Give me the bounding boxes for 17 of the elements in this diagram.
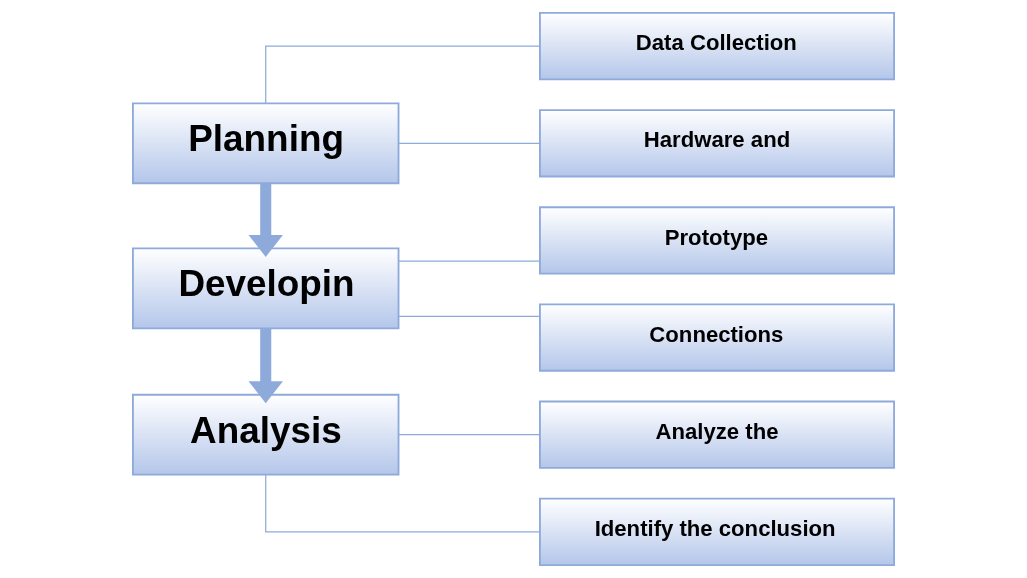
node-box: Analysis bbox=[132, 393, 400, 476]
node-box: Identify the conclusion bbox=[539, 497, 895, 566]
arrow bbox=[248, 328, 283, 404]
node-box: Hardware and bbox=[539, 109, 895, 178]
node-box: Developin bbox=[132, 247, 400, 330]
connector bbox=[265, 474, 541, 533]
node-box: Connections bbox=[539, 303, 895, 372]
arrow bbox=[248, 183, 283, 257]
node-box: Prototype bbox=[539, 206, 895, 275]
node-box: Planning bbox=[132, 102, 400, 185]
connector bbox=[265, 45, 541, 104]
node-box: Data Collection bbox=[539, 12, 895, 81]
connector bbox=[398, 315, 541, 317]
connector bbox=[398, 260, 541, 262]
node-box: Analyze the bbox=[539, 400, 895, 469]
connector bbox=[398, 434, 541, 436]
connector bbox=[398, 142, 541, 144]
